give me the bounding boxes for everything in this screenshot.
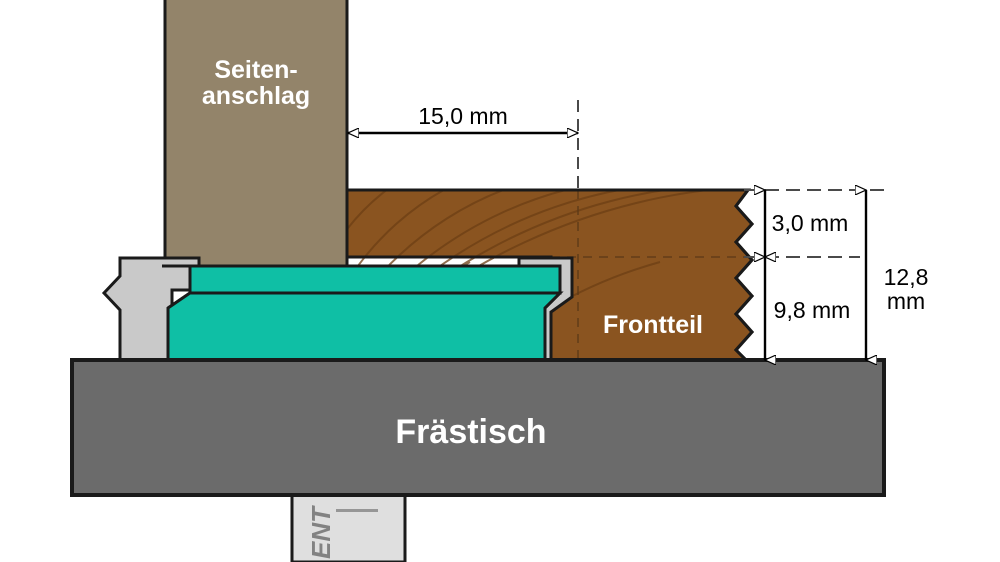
router-table-label: Frästisch [395,413,546,451]
router-bit-shank: ENT [290,493,407,562]
dimension-label-12-8mm-value: 12,8 [884,264,929,290]
side-fence: Seiten- anschlag [163,0,349,268]
dimension-label-3mm: 3,0 mm [772,210,849,236]
dimension-remaining-thickness: 9,8 mm [765,257,850,360]
wood-interior-reference-lines [551,190,752,362]
router-table: Frästisch [70,358,886,497]
dimension-rabbet-depth: 3,0 mm [765,190,848,257]
shank-brand-logo: ENT [306,505,378,559]
front-part-label: Frontteil [603,311,703,339]
side-fence-label-line2: anschlag [202,82,310,110]
side-fence-label-line1: Seiten- [214,56,297,84]
dimension-label-15mm: 15,0 mm [418,103,507,129]
cutter-profile [162,264,562,362]
dimension-label-12-8mm-unit: mm [887,288,925,314]
dimension-label-9-8mm: 9,8 mm [774,297,851,323]
dimension-total-thickness: 12,8 mm [866,190,928,360]
router-table-body [70,358,886,497]
dimension-width-offset: 15,0 mm [348,100,579,192]
router-cutter [162,264,564,362]
bit-brand-label: ENT [306,505,336,559]
